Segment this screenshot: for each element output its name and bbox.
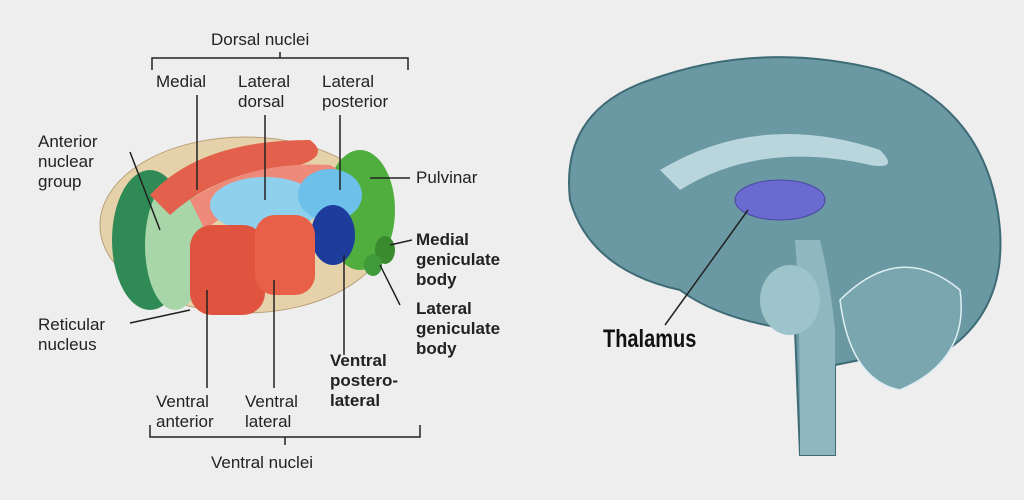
label-medial-geniculate-body: Medial geniculate body: [416, 230, 501, 289]
label-ventral-posterolateral: Ventral postero- lateral: [330, 351, 398, 410]
label-pulvinar: Pulvinar: [416, 168, 478, 187]
lateral-posterior-shape: [298, 169, 362, 221]
label-lateral-posterior: Lateral posterior: [322, 72, 389, 111]
label-anterior-nuclear-group: Anterior nuclear group: [38, 132, 98, 191]
ventral-lateral-shape: [255, 215, 315, 295]
leader-lines: [129, 52, 421, 445]
label-lateral-dorsal: Lateral dorsal: [238, 72, 290, 111]
label-lateral-geniculate-body: Lateral geniculate body: [416, 299, 501, 358]
label-ventral-nuclei: Ventral nuclei: [211, 453, 314, 472]
label-ventral-anterior: Ventral anterior: [156, 392, 214, 431]
label-dorsal-nuclei: Dorsal nuclei: [211, 30, 310, 49]
ventral-anterior-shape: [190, 225, 265, 315]
label-medial: Medial: [156, 72, 207, 91]
medial-nucleus-shape: [150, 140, 318, 215]
label-reticular-nucleus: Reticular nucleus: [38, 315, 106, 354]
thalamus-highlight: [734, 179, 826, 221]
ventral-posterolateral-shape: [311, 205, 355, 265]
thalamus-3d-model: [99, 136, 395, 315]
label-thalamus: Thalamus: [603, 325, 697, 353]
lateral-geniculate-shape: [364, 254, 382, 276]
label-ventral-lateral: Ventral lateral: [245, 392, 298, 431]
brain-sagittal-section: [568, 56, 1002, 456]
medial-geniculate-shape: [375, 236, 395, 264]
